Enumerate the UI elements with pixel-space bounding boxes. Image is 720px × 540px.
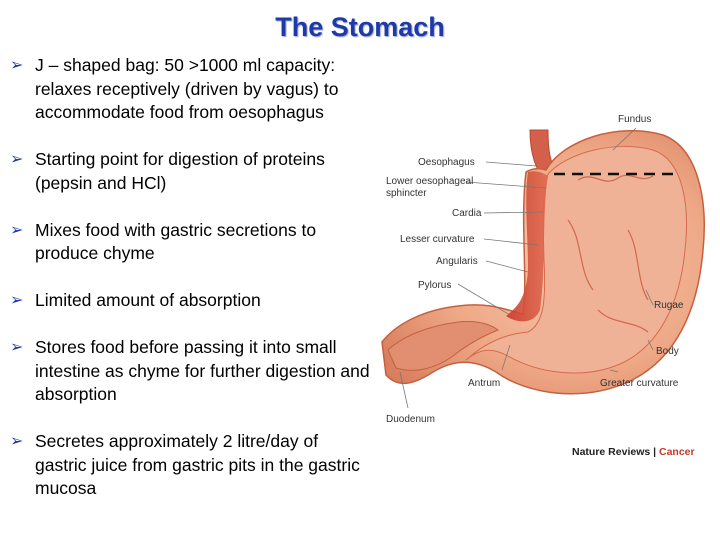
bullet-item: ➢ Mixes food with gastric secretions to p… (10, 219, 370, 266)
label-lesser-curvature: Lesser curvature (400, 234, 475, 245)
bullet-text: Mixes food with gastric secretions to pr… (35, 219, 317, 264)
credit-journal: Cancer (658, 446, 695, 458)
bullet-arrow-icon: ➢ (10, 57, 24, 74)
bullet-text: Secretes approximately 2 litre/day of ga… (35, 431, 360, 498)
bullet-item: ➢ J – shaped bag: 50 >1000 ml capacity: r… (10, 54, 370, 125)
bullet-arrow-icon: ➢ (10, 221, 24, 239)
label-antrum: Antrum (468, 378, 500, 389)
rugae-folds (567, 174, 654, 333)
bullet-list: ➢ J – shaped bag: 50 >1000 ml capacity: r… (10, 54, 370, 524)
image-credit: Nature Reviews | Cancer (572, 446, 695, 458)
bullet-item: ➢ Stores food before passing it into smal… (10, 336, 370, 407)
bullet-item: ➢ Starting point for digestion of protein… (10, 148, 370, 195)
bullet-item: ➢ Limited amount of absorption (10, 289, 370, 313)
label-rugae: Rugae (654, 300, 684, 311)
label-les-line1: Lower oesophageal (386, 176, 473, 187)
bullet-text: J – shaped bag: 50 >1000 ml capacity: re… (35, 55, 339, 122)
label-fundus: Fundus (618, 114, 651, 125)
label-oesophagus: Oesophagus (418, 157, 475, 168)
bullet-arrow-icon: ➢ (10, 292, 24, 309)
bullet-arrow-icon: ➢ (10, 151, 24, 168)
label-greater-curvature: Greater curvature (600, 378, 679, 389)
label-pylorus: Pylorus (418, 280, 451, 291)
duodenum-shape (387, 321, 500, 371)
stomach-diagram: Fundus Oesophagus Lower oesophageal sphi… (381, 114, 705, 425)
label-les-line2: sphincter (386, 188, 427, 199)
bullet-arrow-icon: ➢ (10, 433, 24, 450)
bullet-arrow-icon: ➢ (10, 339, 24, 356)
label-body: Body (656, 346, 679, 357)
credit-separator: | (650, 446, 659, 458)
label-angularis: Angularis (436, 256, 478, 267)
bullet-text: Limited amount of absorption (35, 290, 261, 310)
lesser-curvature-band (506, 171, 548, 322)
bullet-text: Starting point for digestion of proteins… (35, 149, 325, 193)
bullet-item: ➢ Secretes approximately 2 litre/day of g… (10, 430, 370, 501)
slide-title: The Stomach (275, 12, 445, 42)
stomach-inner (465, 145, 687, 374)
leader-lines (399, 127, 654, 409)
credit-source: Nature Reviews (572, 446, 651, 458)
label-duodenum: Duodenum (386, 414, 435, 425)
label-cardia: Cardia (452, 208, 482, 219)
bullet-text: Stores food before passing it into small… (35, 337, 370, 404)
